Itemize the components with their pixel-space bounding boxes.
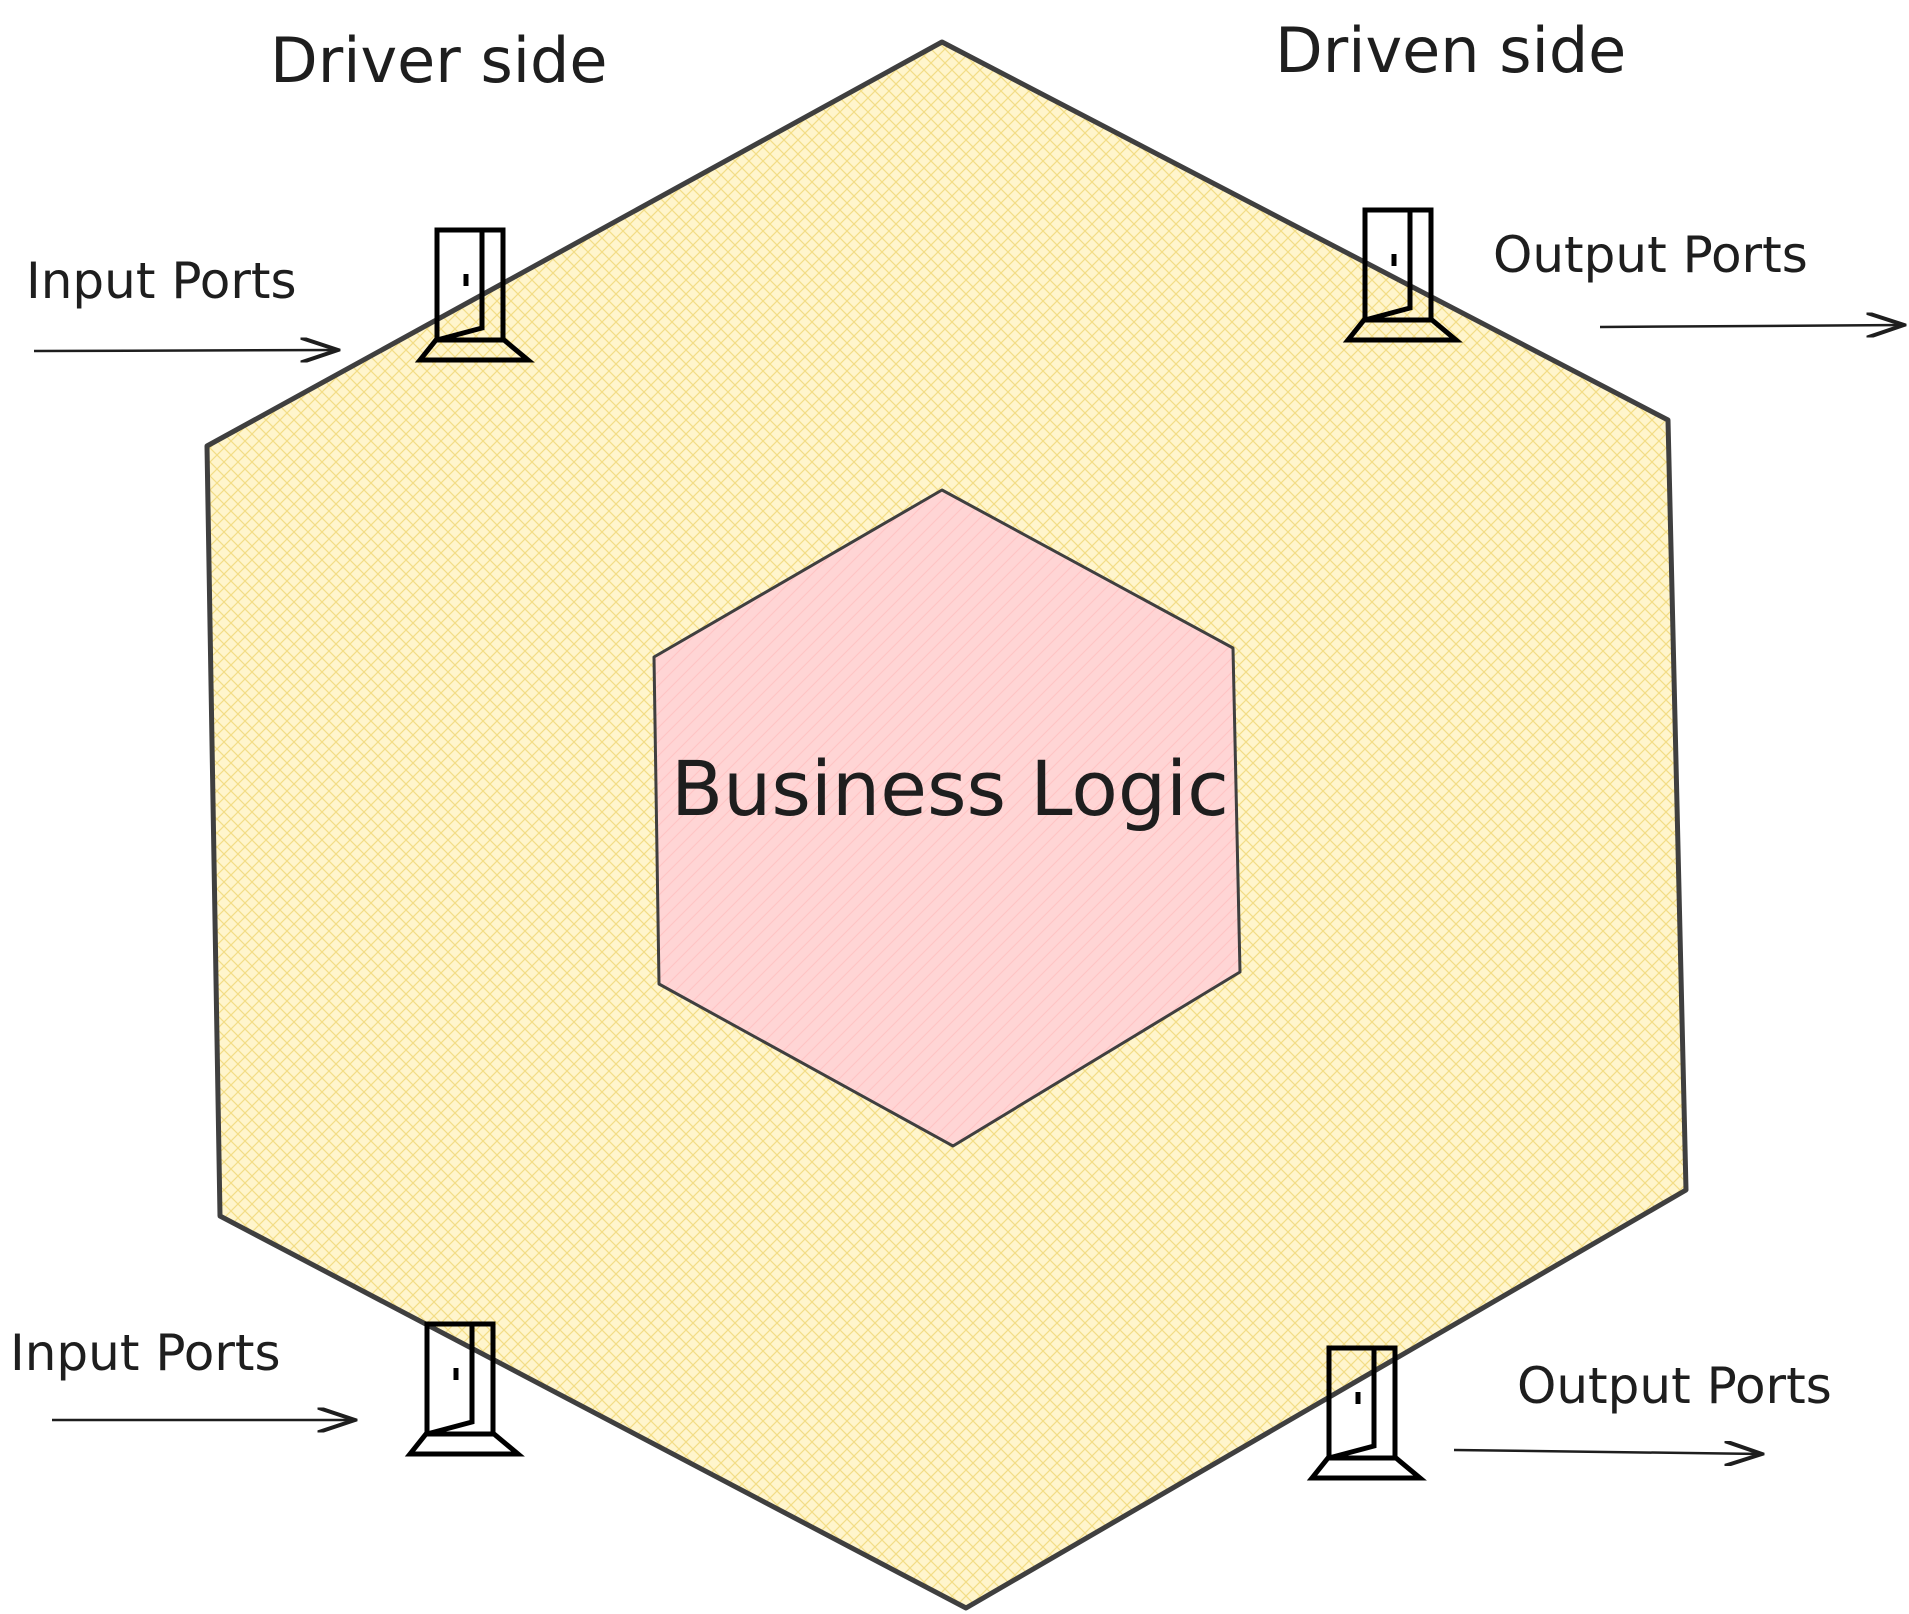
business-logic-hexagon [652,488,1242,1148]
input-ports-bottom-label: Input Ports [10,1324,281,1382]
input-top-arrow-icon [33,350,338,351]
input-ports-top-label: Input Ports [26,252,297,310]
output-ports-top-label: Output Ports [1493,226,1808,284]
input-top-door-icon [414,227,535,363]
output-top-arrow-icon [1599,325,1904,327]
output-ports-bottom-label: Output Ports [1517,1357,1832,1415]
driven-side-heading: Driven side [1275,14,1626,87]
output-top-door-icon [1342,207,1463,343]
output-bottom-arrow-icon [1453,1450,1762,1454]
output-bottom-door-icon [1306,1345,1427,1481]
business-logic-label: Business Logic [671,744,1229,833]
driver-side-heading: Driver side [270,24,608,97]
input-bottom-door-icon [404,1321,525,1457]
